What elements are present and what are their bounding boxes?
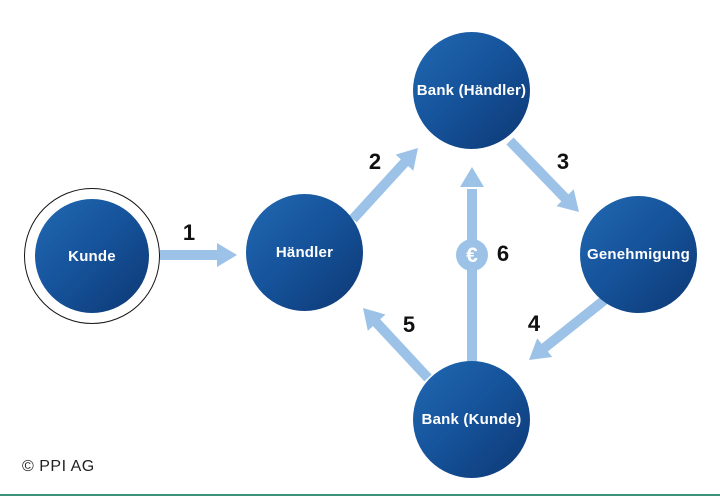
node-kunde: Kunde [35,199,149,313]
euro-icon: € [466,243,478,267]
step-number-2: 2 [368,149,382,174]
step-number-4: 4 [527,311,541,336]
node-bank-kunde-label: Bank (Kunde) [421,411,522,428]
step-number-1: 1 [182,220,196,245]
copyright-text: © PPI AG [22,458,95,475]
arrow-2-haendler-to-bank-haendler [349,148,418,223]
node-kunde-label: Kunde [68,247,116,265]
node-haendler-label: Händler [275,244,334,261]
step-number-3: 3 [556,149,570,174]
step-number-5: 5 [402,312,416,337]
arrow-4-genehmigung-to-bank-kunde [529,294,611,360]
euro-badge: € [456,239,488,271]
node-ring-kunde: Kunde [24,188,160,324]
arrow-3-bank-haendler-to-genehmigung [506,137,579,212]
arrow-6-bank-kunde-to-bank-haendler [460,167,484,366]
node-bank-haendler-label: Bank (Händler) [416,82,527,99]
step-number-6: 6 [496,241,510,266]
arrow-5-bank-kunde-to-haendler [363,308,432,382]
node-haendler: Händler [246,194,363,311]
node-bank-haendler: Bank (Händler) [413,32,530,149]
node-genehmigung-label: Genehmigung [586,246,691,263]
node-genehmigung: Genehmigung [580,196,697,313]
footer-divider-line [0,494,720,496]
node-bank-kunde: Bank (Kunde) [413,361,530,478]
arrow-1-kunde-to-haendler [160,243,237,267]
